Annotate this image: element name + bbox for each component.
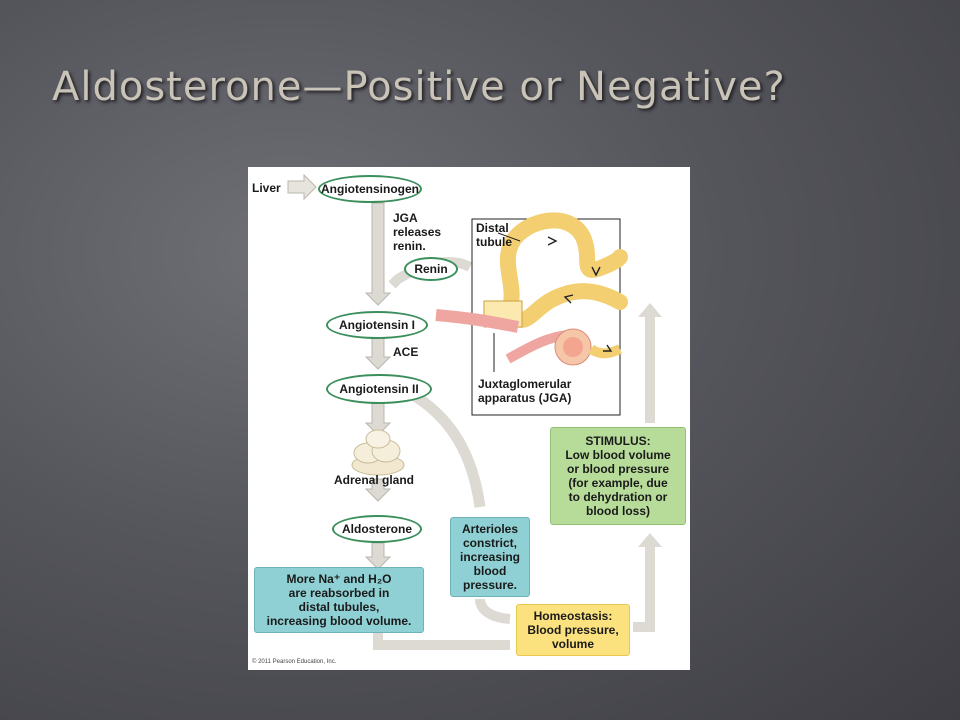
angiotensin-i-label: Angiotensin I	[339, 318, 415, 332]
liver-label: Liver	[252, 181, 281, 195]
distal-tubule-line: Distal	[476, 221, 509, 235]
angiotensinogen-label: Angiotensinogen	[321, 182, 419, 196]
stimulus-line: (for example, due	[568, 476, 668, 490]
arrow-arterioles-homeostasis	[475, 598, 511, 624]
jga-releases-line: releases	[393, 225, 442, 239]
slide-title: Aldosterone—Positive or Negative?	[52, 64, 786, 110]
arterioles-line: pressure.	[462, 578, 518, 592]
angiotensin-i-node: Angiotensin I	[326, 311, 428, 339]
aldosterone-label: Aldosterone	[341, 522, 412, 536]
aldosterone-node: Aldosterone	[332, 515, 422, 543]
arrow-angiotensin-ii-arterioles	[405, 387, 486, 508]
jga-releases-line: renin.	[393, 239, 426, 253]
stimulus-line: to dehydration or	[568, 490, 668, 504]
tubule-illustration	[435, 212, 628, 372]
stimulus-line: blood loss)	[586, 504, 650, 518]
reabsorb-line: increasing blood volume.	[266, 614, 412, 628]
reabsorb-line: distal tubules,	[298, 600, 380, 614]
homeostasis-line: volume	[551, 637, 594, 651]
jga-label-line: apparatus (JGA)	[478, 391, 572, 405]
reabsorb-line: More Na⁺ and H₂O	[286, 572, 392, 586]
angiotensin-ii-label: Angiotensin II	[339, 382, 419, 396]
homeostasis-box: Homeostasis: Blood pressure, volume	[516, 604, 630, 656]
ace-label: ACE	[393, 345, 419, 359]
renin-node: Renin	[404, 257, 458, 281]
raas-diagram: Liver Angiotensinogen JGA releases renin…	[248, 167, 690, 670]
jga-releases-label: JGA releases renin.	[393, 211, 441, 253]
renin-label: Renin	[414, 262, 448, 276]
stimulus-line: Low blood volume	[565, 448, 671, 462]
jga-releases-line: JGA	[393, 211, 418, 225]
homeostasis-line: Homeostasis:	[533, 609, 613, 623]
diagram-graphics	[287, 173, 662, 650]
copyright-notice: © 2011 Pearson Education, Inc.	[252, 659, 337, 665]
arrow-liver	[287, 173, 317, 201]
arterioles-line: Arterioles	[461, 522, 519, 536]
arrow-reabsorb-homeostasis	[373, 633, 510, 650]
arterioles-line: increasing	[459, 550, 521, 564]
reabsorb-line: are reabsorbed in	[288, 586, 390, 600]
angiotensinogen-node: Angiotensinogen	[318, 175, 422, 203]
reabsorb-box: More Na⁺ and H₂O are reabsorbed in dista…	[254, 567, 424, 633]
adrenal-gland-illustration	[351, 429, 405, 476]
homeostasis-line: Blood pressure,	[527, 623, 619, 637]
arterioles-line: blood	[473, 564, 507, 578]
arrow-homeostasis-stimulus	[633, 545, 655, 632]
angiotensin-ii-node: Angiotensin II	[326, 374, 432, 404]
distal-tubule-line: tubule	[476, 235, 512, 249]
stimulus-box: STIMULUS: Low blood volume or blood pres…	[550, 427, 686, 525]
arterioles-box: Arterioles constrict, increasing blood p…	[450, 517, 530, 597]
stimulus-line: or blood pressure	[566, 462, 670, 476]
distal-tubule-label: Distal tubule	[476, 221, 512, 249]
arterioles-line: constrict,	[462, 536, 517, 550]
stimulus-line: STIMULUS:	[585, 434, 651, 448]
adrenal-gland-label: Adrenal gland	[334, 473, 415, 487]
jga-label: Juxtaglomerular apparatus (JGA)	[478, 377, 571, 405]
jga-label-line: Juxtaglomerular	[478, 377, 572, 391]
